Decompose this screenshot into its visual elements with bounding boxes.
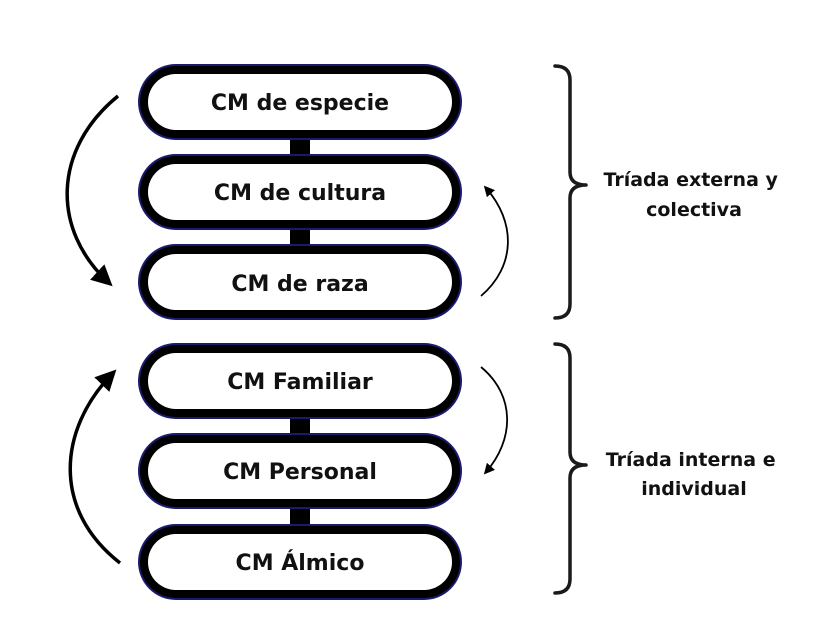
- brace-lower-icon: [553, 342, 588, 595]
- pill-cm-almico: CM Álmico: [138, 524, 462, 600]
- connector-cultura-raza: [290, 224, 310, 250]
- pill-cm-especie: CM de especie: [138, 64, 462, 140]
- pill-cm-familiar: CM Familiar: [138, 343, 462, 419]
- arrow-right-down-icon: [480, 366, 509, 475]
- pill-cm-personal: CM Personal: [138, 433, 462, 509]
- pill-label-especie: CM de especie: [211, 91, 389, 116]
- connector-personal-almico: [290, 504, 310, 530]
- pill-label-familiar: CM Familiar: [227, 370, 373, 395]
- arrow-right-up-icon: [480, 185, 509, 297]
- arrow-left-up-icon: [68, 369, 122, 565]
- pill-cm-cultura: CM de cultura: [138, 154, 462, 230]
- pill-label-almico: CM Álmico: [236, 550, 365, 576]
- label-triada-externa: Tríada externa y colectiva: [603, 169, 784, 221]
- arrow-left-down-icon: [65, 94, 120, 287]
- pill-cm-raza: CM de raza: [138, 244, 462, 320]
- label-triada-interna: Tríada interna e individual: [606, 449, 782, 500]
- pill-label-raza: CM de raza: [231, 272, 368, 297]
- pill-label-personal: CM Personal: [223, 460, 377, 485]
- brace-upper-icon: [553, 64, 588, 320]
- pill-label-cultura: CM de cultura: [214, 181, 386, 206]
